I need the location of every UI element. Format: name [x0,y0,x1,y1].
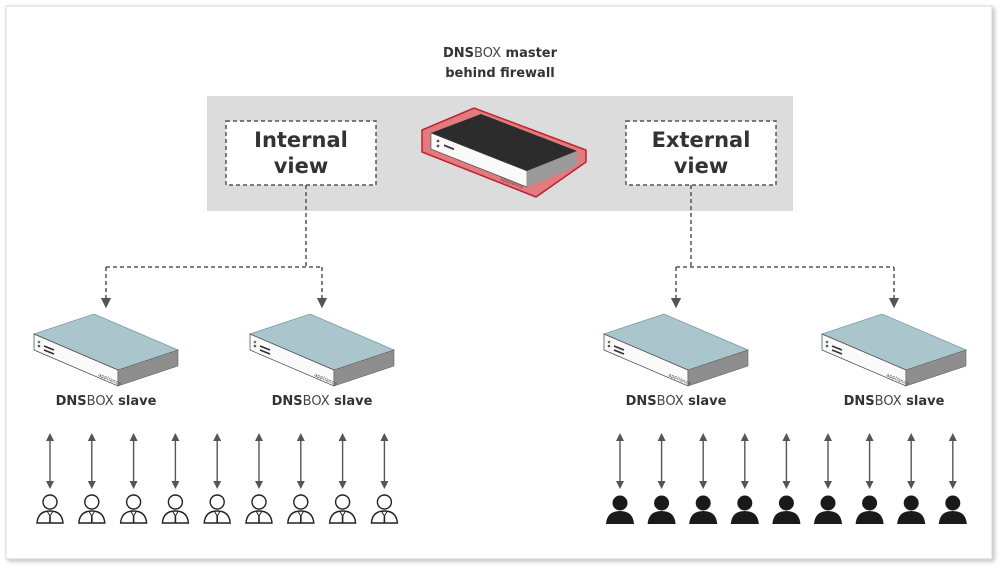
outline-user-icon [287,494,315,524]
internal-user-7 [287,433,315,524]
slave-label-4: DNSBOX slave [824,394,964,410]
filled-user-icon [855,495,884,524]
filled-user-icon [730,495,759,524]
filled-user-icon [606,495,634,524]
slave-3-brand-light: BOX [656,394,684,409]
internal-view-line1: Internal [254,128,348,152]
slave-4-brand-light: BOX [874,394,902,409]
slave-1-brand-light: BOX [86,394,114,409]
master-device: appliance [421,107,587,198]
outline-user-icon [370,494,399,524]
internal-user-8 [328,433,357,524]
master-suffix: master [501,46,558,61]
slave-1-brand-bold: DNS [55,394,87,409]
filled-user-icon [647,495,676,524]
master-brand-bold: DNS [442,46,474,61]
slave-label-1: DNSBOX slave [36,394,176,410]
filled-user-icon [772,495,801,524]
external-connectors [670,185,900,309]
external-user-4 [730,433,759,524]
external-user-8 [897,433,926,524]
internal-view-line2: view [273,154,329,178]
slave-3-brand-bold: DNS [625,394,657,409]
external-view-line1: External [651,128,751,152]
external-user-9 [938,433,967,524]
filled-user-icon [689,495,718,524]
outline-user-icon [36,494,64,524]
internal-connectors [100,185,328,309]
external-user-2 [647,433,676,524]
slave-device-4: appliance [820,313,968,387]
outline-user-icon [78,494,106,524]
internal-user-6 [245,433,273,524]
external-user-6 [814,433,842,524]
slave-1-suffix: slave [113,394,157,409]
slave-4-suffix: slave [901,394,945,409]
internal-user-2 [78,433,106,524]
user-groups [36,433,967,524]
filled-user-icon [814,495,842,524]
outline-user-icon [245,494,273,524]
slave-device-3: appliance [602,313,750,387]
slave-2-suffix: slave [329,394,373,409]
external-user-3 [689,433,718,524]
slave-3-suffix: slave [683,394,727,409]
slave-label-2: DNSBOX slave [252,394,392,410]
external-user-7 [855,433,884,524]
internal-view-box [225,120,377,186]
outline-user-icon [328,494,357,524]
master-subtitle: behind firewall [445,66,555,81]
slave-2-brand-light: BOX [302,394,330,409]
slave-devices: appliance appliance appliance appliance [32,313,968,387]
outline-user-icon [119,494,148,524]
slave-label-3: DNSBOX slave [606,394,746,410]
master-label: DNSBOX master behind firewall [400,44,600,84]
external-view-box [625,120,777,186]
slave-2-brand-bold: DNS [271,394,303,409]
internal-user-3 [119,433,148,524]
slave-device-2: appliance [248,313,396,387]
external-view-line2: view [673,154,729,178]
external-user-5 [772,433,801,524]
outer-frame [5,5,993,560]
master-brand-light: BOX [474,46,501,61]
internal-view-label: Internal view [226,121,376,185]
external-user-1 [606,433,634,524]
slave-4-brand-bold: DNS [843,394,875,409]
outline-user-icon [203,494,231,524]
slave-device-1: appliance [32,313,180,387]
internal-user-9 [370,433,399,524]
internal-user-4 [161,433,190,524]
external-view-label: External view [626,121,776,185]
outline-user-icon [161,494,190,524]
filled-user-icon [897,495,926,524]
internal-user-5 [203,433,231,524]
filled-user-icon [938,495,967,524]
internal-user-1 [36,433,64,524]
